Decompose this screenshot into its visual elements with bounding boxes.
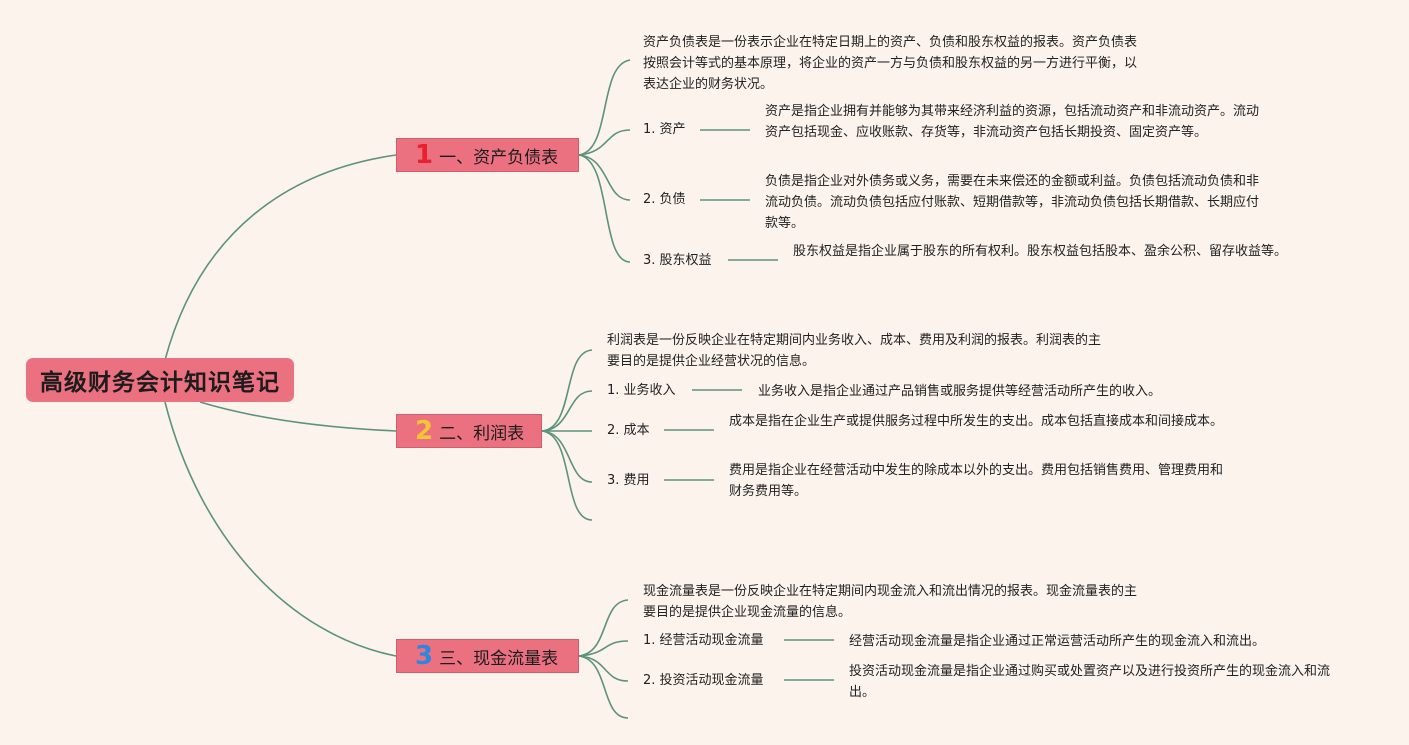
branch-3-item-1-label[interactable]: 1. 经营活动现金流量: [643, 633, 764, 648]
branch-3-node[interactable]: 3 三、现金流量表: [396, 639, 579, 673]
branch-2-item-2-desc: 成本是指在企业生产或提供服务过程中所发生的支出。成本包括直接成本和间接成本。: [729, 414, 1224, 429]
branch-1-item-1-label[interactable]: 1. 资产: [643, 122, 686, 137]
branch-1-item-1-desc: 资产是指企业拥有并能够为其带来经济利益的资源，包括流动资产和非流动资产。流动资产…: [765, 104, 1260, 140]
connector-root-branch-3: [164, 401, 397, 657]
number-2-icon: 2: [415, 416, 434, 446]
branch-1-intro: 资产负债表是一份表示企业在特定日期上的资产、负债和股东权益的报表。资产负债表按照…: [643, 35, 1138, 92]
connector-b3-item2: [578, 655, 629, 682]
connector-root-branch-2: [199, 401, 397, 432]
branch-2-item-1-desc: 业务收入是指企业通过产品销售或服务提供等经营活动所产生的收入。: [758, 384, 1162, 399]
branch-1-item-2-desc: 负债是指企业对外债务或义务，需要在未来偿还的金额或利益。负债包括流动负债和非流动…: [765, 174, 1260, 231]
branch-3-item-2-desc: 投资活动现金流量是指企业通过购买或处置资产以及进行投资所产生的现金流入和流出。: [849, 664, 1331, 700]
root-title: 高级财务会计知识笔记: [40, 370, 280, 396]
connector-b3-item1: [578, 640, 629, 657]
connector-root-branch-1: [164, 154, 397, 361]
branch-2-intro: 利润表是一份反映企业在特定期间内业务收入、成本、费用及利润的报表。利润表的主要目…: [607, 333, 1102, 369]
branch-2-node[interactable]: 2 二、利润表: [396, 414, 542, 448]
connector-b1-item3: [578, 154, 631, 263]
connector-b3-tail: [578, 655, 629, 719]
branch-3-item-2-label[interactable]: 2. 投资活动现金流量: [643, 673, 764, 688]
branch-1-item-3-desc: 股东权益是指企业属于股东的所有权利。股东权益包括股本、盈余公积、留存收益等。: [793, 244, 1288, 259]
branch-3-label: 三、现金流量表: [439, 648, 559, 669]
branch-1-label: 一、资产负债表: [439, 147, 559, 168]
branch-1-item-3-label[interactable]: 3. 股东权益: [643, 253, 712, 268]
connector-b2-tail: [541, 430, 593, 521]
branch-2-item-2-label[interactable]: 2. 成本: [607, 423, 650, 438]
branch-1-node[interactable]: 1 一、资产负债表: [396, 138, 579, 172]
connector-b1-item2: [578, 154, 631, 201]
branch-2-item-1-label[interactable]: 1. 业务收入: [607, 383, 676, 398]
number-3-icon: 3: [415, 641, 434, 671]
connector-b1-item1: [578, 129, 631, 156]
branch-2-label: 二、利润表: [439, 423, 525, 444]
branch-3-intro: 现金流量表是一份反映企业在特定期间内现金流入和流出情况的报表。现金流量表的主要目…: [643, 584, 1138, 620]
connector-b2-item1: [541, 390, 593, 432]
branch-3-item-1-desc: 经营活动现金流量是指企业通过正常运营活动所产生的现金流入和流出。: [849, 634, 1266, 649]
connector-b1-intro: [578, 59, 631, 156]
branch-1-item-2-label[interactable]: 2. 负债: [643, 192, 686, 207]
root-node[interactable]: 高级财务会计知识笔记: [26, 358, 294, 402]
connector-b2-item3: [541, 430, 593, 483]
branch-2-item-3-label[interactable]: 3. 费用: [607, 473, 650, 488]
number-1-icon: 1: [415, 140, 434, 170]
connector-b3-intro: [578, 599, 629, 657]
connector-b2-intro: [541, 349, 593, 432]
branch-2-item-3-desc: 费用是指企业在经营活动中发生的除成本以外的支出。费用包括销售费用、管理费用和财务…: [729, 463, 1224, 499]
